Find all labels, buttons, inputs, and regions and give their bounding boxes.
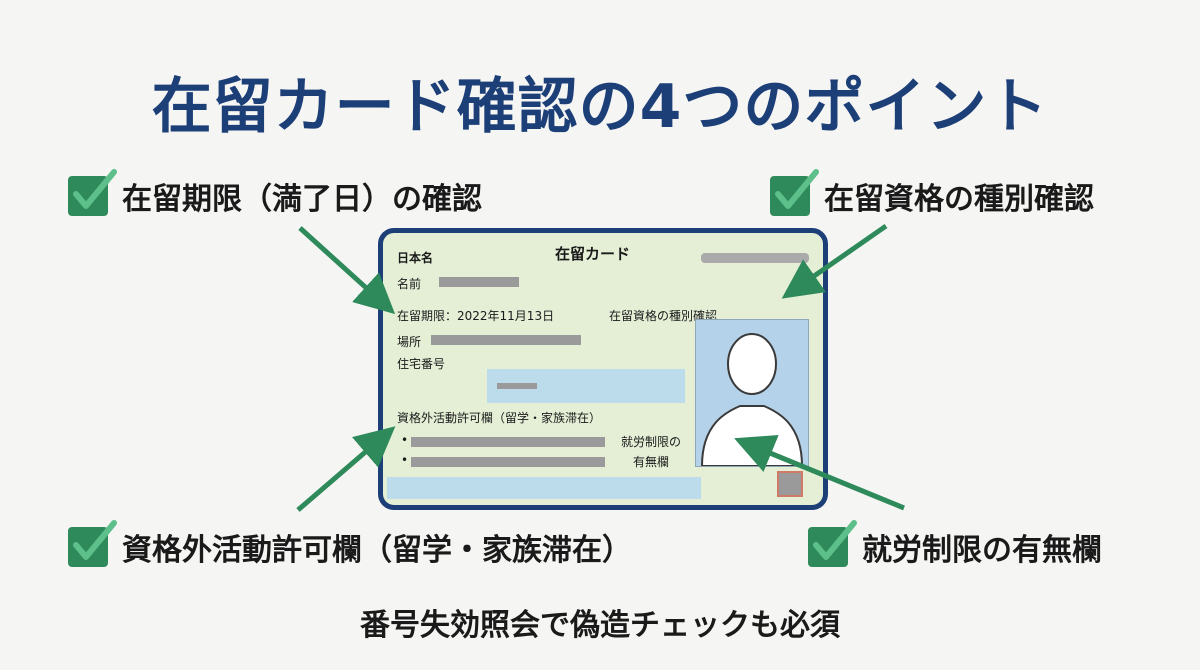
card-id-redacted	[701, 253, 809, 263]
point-expiry: 在留期限（満了日）の確認	[68, 169, 482, 218]
card-permission-redacted	[411, 457, 605, 467]
check-icon	[68, 169, 117, 216]
card-bullet: •	[401, 453, 409, 467]
check-icon	[68, 520, 117, 567]
arrow-expiry	[298, 226, 396, 315]
point-label: 就労制限の有無欄	[862, 533, 1102, 568]
card-name-label: 名前	[397, 277, 422, 291]
arrow-status	[781, 223, 888, 299]
card-address-label: 住宅番号	[397, 357, 446, 371]
arrow-permission	[296, 426, 396, 512]
point-restriction: 就労制限の有無欄	[808, 520, 1102, 569]
arrow-restriction	[734, 434, 905, 511]
card-bottom-field	[387, 477, 701, 499]
card-expiry: 在留期限：2022年11月13日	[397, 309, 555, 323]
card-bullet: •	[401, 433, 409, 447]
residence-card: 日本名 在留カード 名前 在留期限：2022年11月13日 在留資格の種別確認 …	[378, 228, 828, 510]
footer-note: 番号失効照会で偽造チェックも必須	[360, 608, 840, 643]
check-icon	[770, 169, 819, 216]
card-permission-redacted	[411, 437, 605, 447]
card-address-redacted	[497, 383, 537, 389]
card-name-redacted	[439, 277, 519, 287]
page-title: 在留カード確認の4つのポイント	[151, 72, 1049, 142]
card-status-label: 在留資格の種別確認	[609, 309, 718, 323]
card-stamp	[777, 471, 803, 497]
card-country-label: 日本名	[397, 251, 434, 265]
card-restriction-line1: 就労制限の	[621, 435, 682, 449]
card-place-redacted	[431, 335, 581, 345]
card-title: 在留カード	[555, 245, 631, 263]
point-permission: 資格外活動許可欄（留学・家族滞在）	[68, 520, 632, 569]
check-icon	[808, 520, 857, 567]
card-permission-label: 資格外活動許可欄（留学・家族滞在）	[397, 411, 602, 425]
point-status: 在留資格の種別確認	[770, 169, 1094, 218]
point-label: 在留資格の種別確認	[824, 182, 1094, 217]
point-label: 資格外活動許可欄（留学・家族滞在）	[122, 533, 632, 568]
card-restriction-line2: 有無欄	[633, 455, 670, 469]
point-label: 在留期限（満了日）の確認	[122, 182, 482, 217]
card-place-label: 場所	[397, 335, 422, 349]
